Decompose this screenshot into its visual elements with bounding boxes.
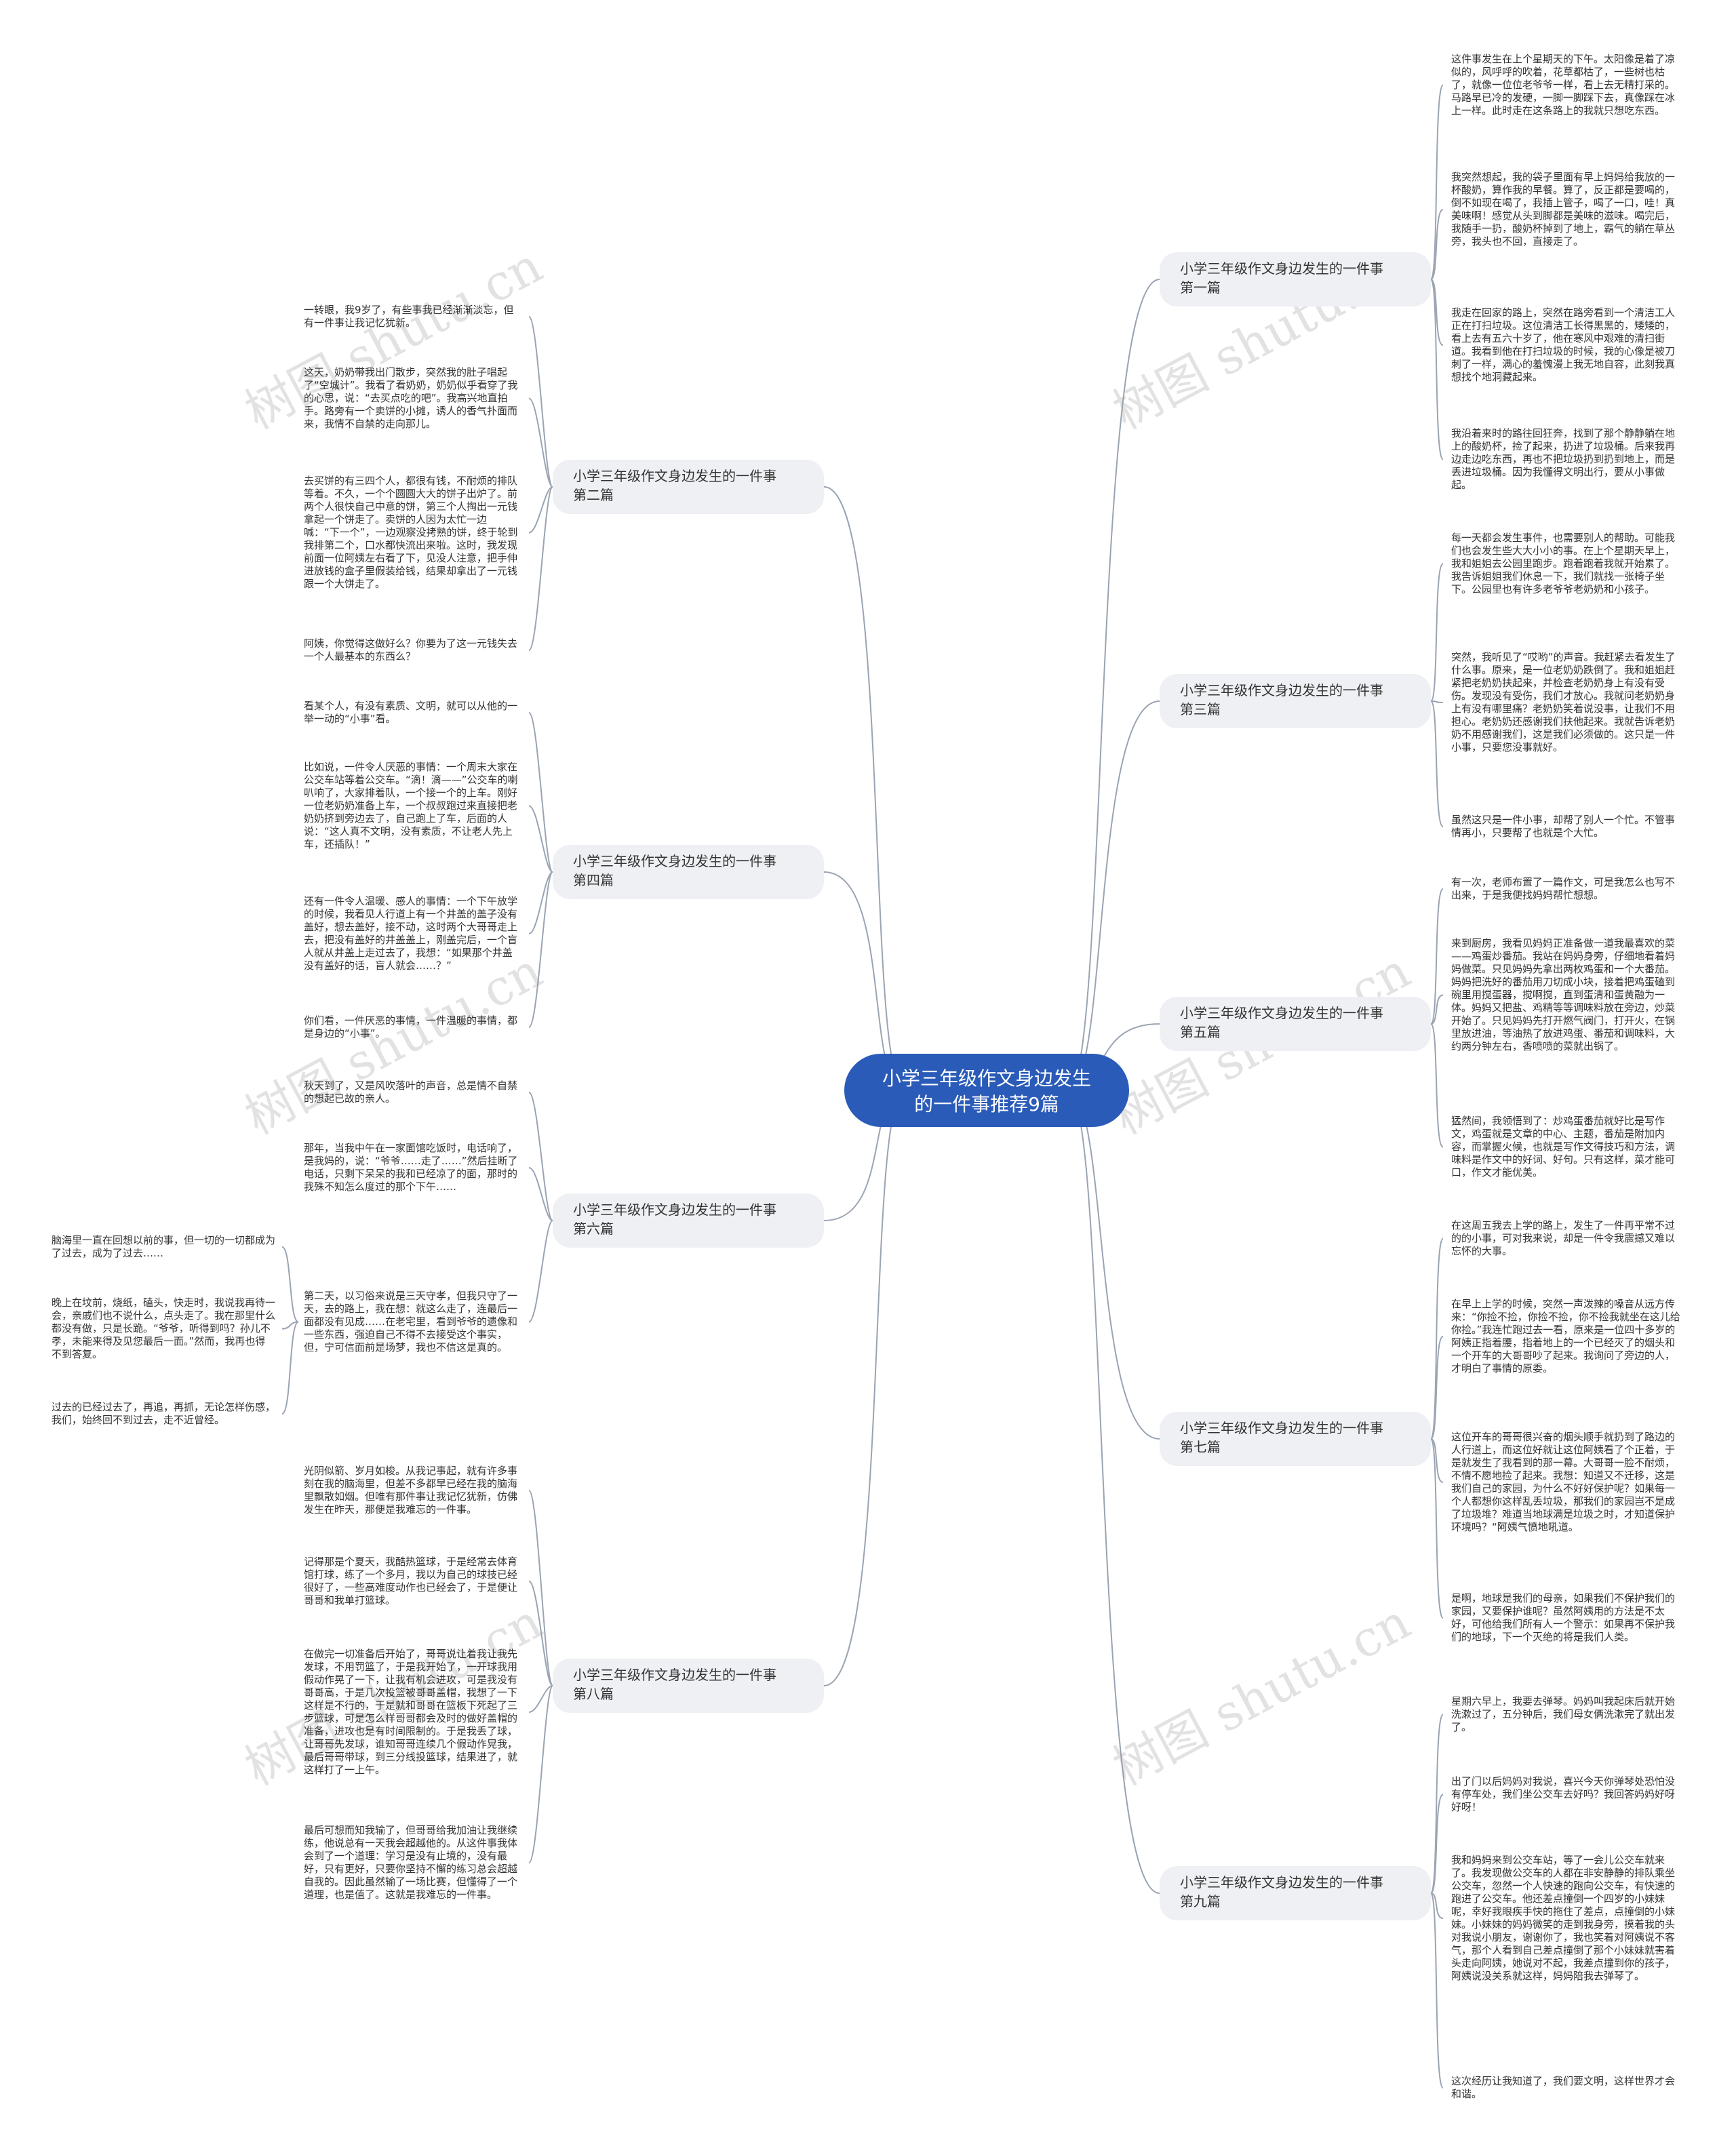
leaf-text: 一转眼，我9岁了，有些事我已经渐渐淡忘，但有一件事让我记忆犹新。: [304, 304, 514, 329]
leaf-text: 记得那是个夏天，我酷热篮球，于是经常去体育馆打球，练了一个多月，我以为自己的球技…: [304, 1556, 518, 1606]
leaf-text: 有一次，老师布置了一篇作文，可是我怎么也写不出来，于是我便找妈妈帮忙想想。: [1451, 876, 1676, 901]
connector-line: [1430, 1893, 1444, 1919]
leaf-text: 来到厨房，我看见妈妈正准备做一道我最喜欢的菜——鸡蛋炒番茄。我站在妈妈身旁，仔细…: [1451, 937, 1676, 1052]
leaf-text: 在做完一切准备后开始了，哥哥说让着我让我先发球，不用罚篮了，于是我开始了，一开球…: [304, 1648, 518, 1776]
connector-line: [1430, 1023, 1444, 1148]
connector-line: [528, 805, 553, 873]
connector-line: [528, 871, 553, 934]
connector-line: [1430, 1714, 1444, 1894]
leaf-text: 每一天都会发生事件，也需要别人的帮助。可能我们也会发生些大大小小的事。在上个星期…: [1451, 532, 1676, 595]
leaf-text: 在早上上学的时候，突然一声泼辣的嗓音从远方传来：“你捡不捡，你捡不捡，你不捡我就…: [1451, 1298, 1680, 1374]
connector-line: [1067, 279, 1160, 1091]
connector-line: [1430, 84, 1444, 280]
connector-line: [528, 1092, 553, 1221]
branch-article-6[interactable]: 小学三年级作文身边发生的一件事 第六篇: [553, 1193, 824, 1248]
leaf-text: 看某个人，有没有素质、文明，就可以从他的一举一动的“小事”看。: [304, 700, 518, 725]
leaf-text: 还有一件令人温暖、感人的事情：一个下午放学的时候，我看见人行道上有一个井盖的盖子…: [304, 895, 518, 972]
branch-article-5[interactable]: 小学三年级作文身边发生的一件事 第五篇: [1160, 997, 1431, 1051]
branch-article-3[interactable]: 小学三年级作文身边发生的一件事 第三篇: [1160, 674, 1431, 728]
leaf-text: 阿姨，你觉得这做好么？你要为了这一元钱失去一个人最基本的东西么？: [304, 637, 518, 662]
connector-line: [1067, 1090, 1160, 1440]
connector-line: [281, 1321, 299, 1330]
connector-line: [528, 1581, 553, 1686]
leaf-text: 猛然间，我领悟到了：炒鸡蛋番茄就好比是写作文，鸡蛋就是文章的中心、主题，番茄是附…: [1451, 1115, 1676, 1179]
connector-line: [528, 316, 553, 488]
leaf-text: 过去的已经过去了，再追，再抓，无论怎样伤感，我们，始终回不到过去，走不近曾经。: [52, 1401, 276, 1426]
connector-line: [528, 1490, 553, 1686]
connector-line: [1430, 1794, 1444, 1894]
leaf-text: 你们看，一件厌恶的事情，一件温暖的事情，都是身边的“小事”。: [304, 1014, 518, 1040]
connector-line: [1430, 209, 1444, 280]
leaf-text: 突然，我听见了“哎哟”的声音。我赶紧去看发生了什么事。原来，是一位老奶奶跌倒了。…: [1451, 651, 1676, 753]
branch-article-8[interactable]: 小学三年级作文身边发生的一件事 第八篇: [553, 1659, 824, 1713]
connector-line: [1430, 1336, 1444, 1440]
connector-line: [528, 712, 553, 873]
leaf-text: 脑海里一直在回想以前的事，但一切的一切都成为了过去，成为了过去……: [52, 1234, 276, 1259]
leaf-text: 这天，奶奶带我出门散步，突然我的肚子唱起了“空城计”。我看了看奶奶，奶奶似乎看穿…: [304, 366, 518, 430]
connector-line: [1430, 563, 1444, 702]
connector-line: [1430, 994, 1444, 1025]
connector-line: [1430, 279, 1444, 346]
branch-article-1[interactable]: 小学三年级作文身边发生的一件事 第一篇: [1160, 252, 1431, 306]
leaf-text: 在这周五我去上学的路上，发生了一件再平常不过的的小事，可对我来说，却是一件令我震…: [1451, 1219, 1676, 1257]
connector-line: [1430, 700, 1444, 703]
leaf-text: 第二天，以习俗来说是三天守孝，但我只守了一天，去的路上，我在想：就这么走了，连最…: [304, 1290, 518, 1353]
connector-line: [528, 486, 553, 651]
connector-line: [823, 1090, 906, 1686]
leaf-text: 最后可想而知我输了，但哥哥给我加油让我继续练，他说总有一天我会超越他的。从这件事…: [304, 1824, 518, 1901]
leaf-text: 我走在回家的路上，突然在路旁看到一个清洁工人正在打扫垃圾。这位清洁工长得黑黑的，…: [1451, 306, 1676, 383]
leaf-text: 我和妈妈来到公交车站，等了一会儿公交车就来了。我发现做公交车的人都在非安静静的排…: [1451, 1854, 1676, 1982]
connector-line: [1067, 1090, 1160, 1894]
leaf-text: 光阴似箭、岁月如梭。从我记事起，就有许多事刻在我的脑海里，但差不多都早已经在我的…: [304, 1465, 518, 1516]
connector-line: [1430, 1438, 1444, 1619]
connector-line: [528, 1685, 553, 1863]
leaf-text: 秋天到了，又是风吹落叶的声音，总是情不自禁的想起已故的亲人。: [304, 1080, 518, 1105]
connector-line: [1430, 888, 1444, 1025]
leaf-text: 出了门以后妈妈对我说，喜兴今天你弹琴处恐怕没有停车处，我们坐公交车去好吗？我回答…: [1451, 1775, 1676, 1813]
connector-line: [1430, 279, 1444, 460]
branch-article-7[interactable]: 小学三年级作文身边发生的一件事 第七篇: [1160, 1412, 1431, 1466]
connector-line: [528, 1685, 553, 1713]
connector-line: [528, 1220, 553, 1323]
connector-line: [528, 397, 553, 488]
connector-line: [528, 871, 553, 1028]
branch-article-4[interactable]: 小学三年级作文身边发生的一件事 第四篇: [553, 845, 824, 899]
leaf-text: 星期六早上，我要去弹琴。妈妈叫我起床后就开始洗漱过了，五分钟后，我们母女俩洗漱完…: [1451, 1695, 1676, 1733]
connector-line: [281, 1246, 299, 1323]
connector-line: [528, 486, 553, 534]
connector-line: [823, 486, 906, 1091]
leaf-text: 这件事发生在上个星期天的下午。太阳像是着了凉似的，风呼呼的吹着，花草都枯了，一些…: [1451, 53, 1676, 117]
connector-line: [1430, 1438, 1444, 1483]
connector-line: [1430, 700, 1444, 827]
leaf-text: 是啊，地球是我们的母亲，如果我们不保护我们的家园，又要保护谁呢？虽然阿姨用的方法…: [1451, 1592, 1676, 1643]
leaf-text: 那年，当我中午在一家面馆吃饭时，电话响了，是我妈的，说：“爷爷……走了……”然后…: [304, 1142, 518, 1193]
leaf-text: 去买饼的有三四个人，都很有钱，不耐烦的排队等着。不久，一个个圆圆大大的饼子出炉了…: [304, 475, 518, 590]
connector-line: [528, 1167, 553, 1221]
leaf-text: 虽然这只是一件小事，却帮了别人一个忙。不管事情再小，只要帮了也就是个大忙。: [1451, 814, 1676, 839]
branch-article-9[interactable]: 小学三年级作文身边发生的一件事 第九篇: [1160, 1866, 1431, 1920]
leaf-text: 晚上在坟前，烧纸，磕头，快走时，我说我再待一会，亲戚们也不说什么，点头走了。我在…: [52, 1296, 276, 1360]
central-topic[interactable]: 小学三年级作文身边发生 的一件事推荐9篇: [844, 1054, 1129, 1127]
leaf-text: 这位开车的哥哥很兴奋的烟头顺手就扔到了路边的人行道上，而这位好就让这位阿姨看了个…: [1451, 1431, 1676, 1533]
connector-line: [1067, 700, 1160, 1091]
branch-article-2[interactable]: 小学三年级作文身边发生的一件事 第二篇: [553, 460, 824, 514]
leaf-text: 我突然想起，我的袋子里面有早上妈妈给我放的一杯酸奶，算作我的早餐。算了，反正都是…: [1451, 171, 1676, 248]
leaf-text: 比如说，一件令人厌恶的事情：一个周末大家在公交车站等着公交车。“滴！滴——”公交…: [304, 761, 518, 850]
connector-line: [1430, 1238, 1444, 1440]
connector-line: [281, 1321, 299, 1414]
leaf-text: 我沿着来时的路往回狂奔，找到了那个静静躺在地上的酸奶杯，捡了起来，扔进了垃圾桶。…: [1451, 427, 1676, 491]
connector-line: [1430, 1893, 1444, 2088]
leaf-text: 这次经历让我知道了，我们要文明，这样世界才会和谐。: [1451, 2075, 1676, 2100]
